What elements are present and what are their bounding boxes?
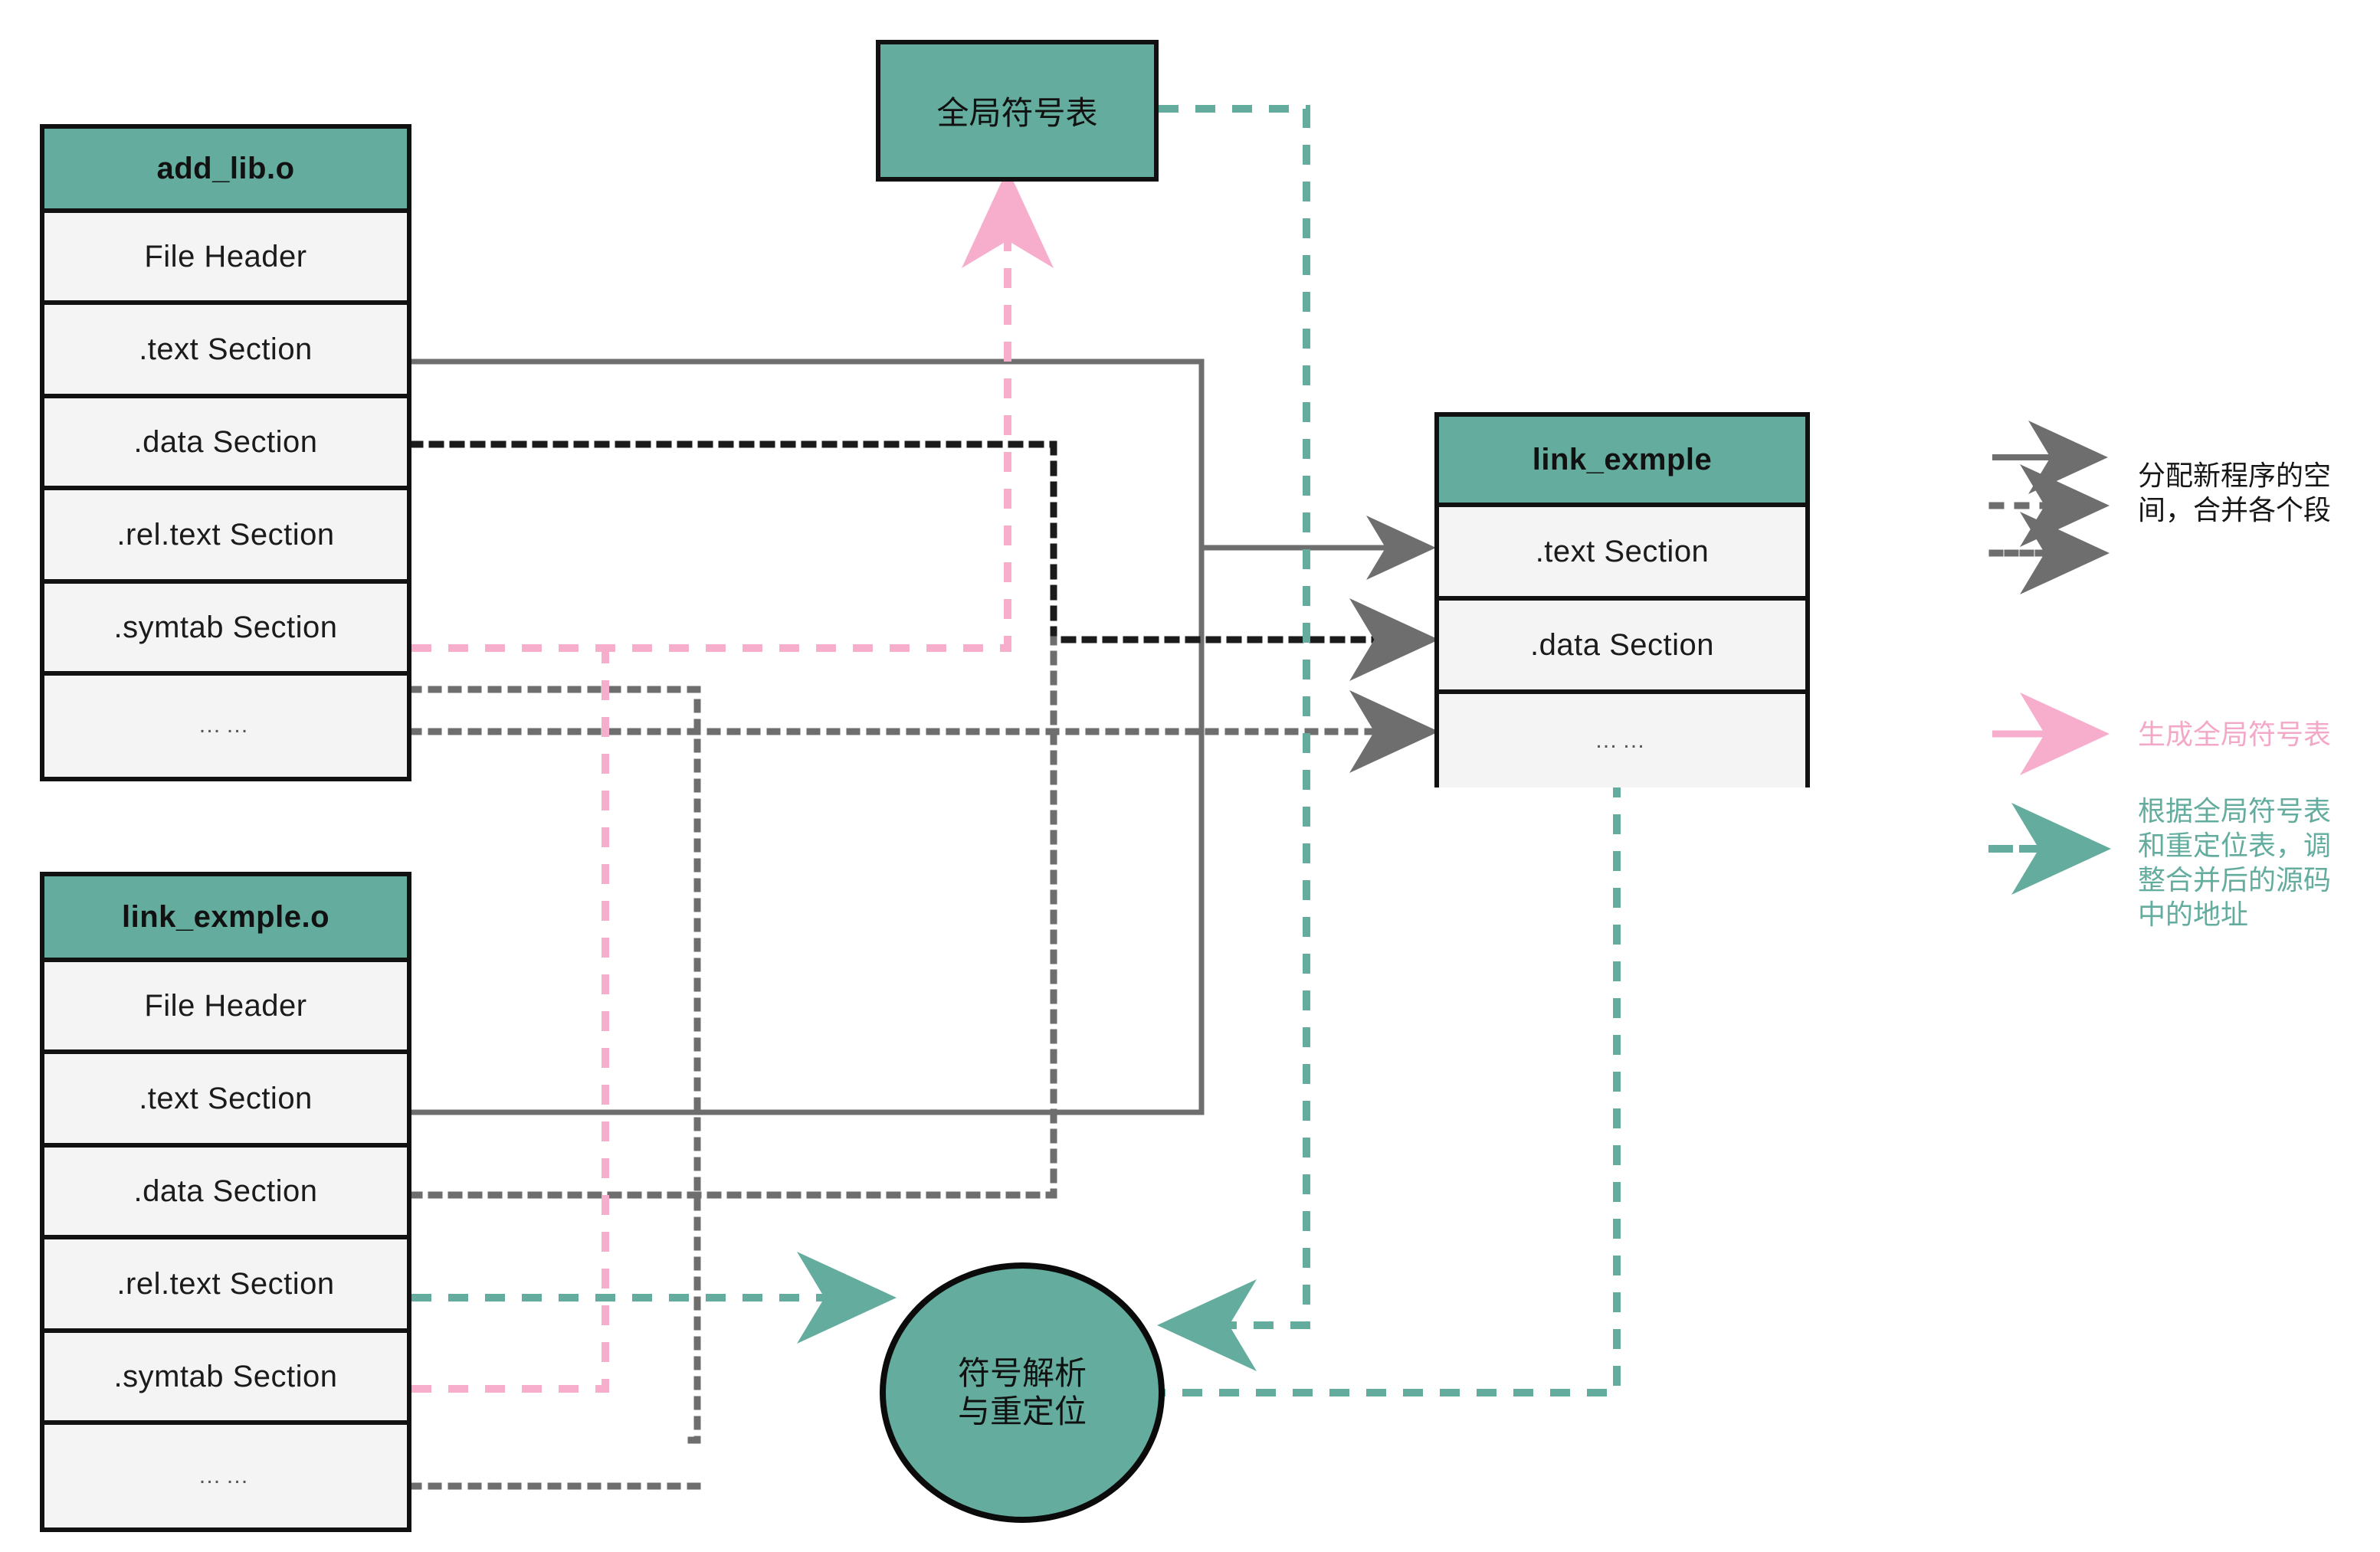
row-rel-text-section[interactable]: .rel.text Section: [44, 1239, 407, 1333]
row-symtab-section[interactable]: .symtab Section: [44, 1333, 407, 1425]
row-data-section[interactable]: .data Section: [44, 398, 407, 490]
resolve-line-1: 符号解析: [957, 1355, 1087, 1392]
legend-label-build-global-symtab: 生成全局符号表: [2138, 719, 2332, 750]
row-ellipsis[interactable]: ……: [44, 1425, 407, 1527]
row-file-header[interactable]: File Header: [44, 213, 407, 305]
wire-symtab-global-top: [411, 169, 1054, 652]
wire-resolve-merged: [1146, 636, 1663, 1396]
wire-data-merge-bottom: [408, 636, 1057, 1199]
resolve-line-2: 与重定位: [957, 1393, 1087, 1429]
table-link-exmple-o[interactable]: link_exmple.o File Header .text Section …: [40, 872, 411, 1532]
global-symbol-table-label: 全局符号表: [936, 95, 1098, 131]
global-symbol-table-box[interactable]: 全局符号表: [876, 40, 1159, 182]
row-data-section[interactable]: .data Section: [1439, 601, 1805, 694]
row-text-section[interactable]: .text Section: [1439, 507, 1805, 601]
row-data-section[interactable]: .data Section: [44, 1148, 407, 1239]
row-file-header[interactable]: File Header: [44, 962, 407, 1054]
legend-label-relocate: 根据全局符号表 和重定位表，调 整合并后的源码 中的地址: [2138, 795, 2332, 930]
wire-text-merge-top: [411, 359, 1436, 580]
wire-text-merge-bottom: [411, 548, 1205, 1115]
table-title-link-exmple: link_exmple: [1439, 417, 1805, 507]
row-ellipsis[interactable]: ……: [1439, 694, 1805, 787]
legend-label-merge: 分配新程序的空 间，合并各个段: [2138, 460, 2332, 526]
row-text-section[interactable]: .text Section: [44, 1054, 407, 1148]
row-rel-text-section[interactable]: .rel.text Section: [44, 490, 407, 584]
row-ellipsis[interactable]: ……: [44, 676, 407, 775]
wire-symtab-global-bottom: [411, 648, 609, 1393]
table-add-lib-o[interactable]: add_lib.o File Header .text Section .dat…: [40, 124, 411, 781]
wire-global-resolve: [1157, 105, 1310, 1371]
table-link-exmple-merged[interactable]: link_exmple .text Section .data Section …: [1434, 412, 1810, 787]
wire-data-merge-top: [408, 440, 1439, 681]
row-text-section[interactable]: .text Section: [44, 305, 407, 398]
symbol-resolution-relocation-node[interactable]: 符号解析 与重定位: [880, 1262, 1165, 1523]
row-symtab-section[interactable]: .symtab Section: [44, 584, 407, 676]
table-title-add-lib-o: add_lib.o: [44, 129, 407, 213]
wire-rest-merge-top: [408, 686, 701, 1444]
wire-rest-merge-arrow: [411, 689, 1425, 732]
table-title-link-exmple-o: link_exmple.o: [44, 876, 407, 962]
